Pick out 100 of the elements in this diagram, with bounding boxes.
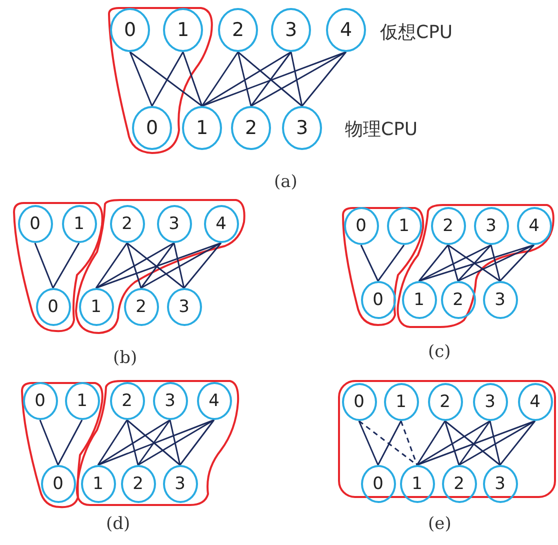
connector-line — [96, 242, 174, 289]
cpu-circle: 4 — [518, 383, 552, 421]
connector-line — [418, 244, 534, 282]
connector-line — [489, 420, 501, 466]
cpu-circle: 2 — [110, 205, 144, 243]
connector-line — [173, 242, 185, 288]
connector-line — [126, 419, 180, 466]
connector-line — [129, 52, 153, 106]
connector-line — [57, 420, 83, 466]
cpu-circle: 2 — [124, 288, 158, 326]
connector-line — [418, 244, 449, 282]
connector-line — [250, 51, 346, 107]
connector-line — [250, 52, 292, 106]
connector-line — [416, 420, 536, 466]
connector-line — [444, 420, 460, 466]
cpu-circle: 4 — [204, 205, 238, 243]
cpu-circle: 0 — [22, 382, 58, 420]
connector-line — [130, 51, 202, 107]
connector-line — [98, 419, 214, 466]
cpu-circle: 0 — [342, 383, 376, 421]
row-label: 物理CPU — [345, 118, 418, 141]
cpu-circle: 1 — [64, 382, 100, 420]
panel-caption: (d) — [106, 514, 130, 534]
connector-line — [138, 419, 214, 466]
cpu-circle: 0 — [344, 207, 378, 245]
connector-line — [301, 52, 347, 106]
cpu-circle: 2 — [430, 207, 466, 245]
cpu-circle: 3 — [156, 205, 192, 243]
cpu-circle: 4 — [196, 382, 232, 420]
panel-caption: (b) — [113, 348, 138, 368]
connector-line — [140, 242, 175, 288]
connector-line — [97, 420, 128, 466]
connector-line — [238, 51, 302, 107]
connector-line — [202, 51, 346, 107]
cpu-circle: 3 — [482, 465, 518, 503]
panel-caption: (a) — [274, 172, 298, 192]
connector-line — [95, 242, 128, 288]
connector-line — [444, 420, 500, 466]
cpu-circle: 1 — [163, 8, 203, 52]
connector-line — [151, 52, 184, 106]
cpu-circle: 1 — [400, 465, 434, 503]
connector-line — [96, 242, 222, 289]
connector-line — [140, 242, 222, 289]
connector-line — [499, 244, 535, 282]
cpu-circle: 0 — [18, 205, 52, 243]
cpu-circle: 3 — [474, 207, 508, 245]
panel-caption: (e) — [428, 514, 452, 534]
connector-line — [201, 52, 239, 106]
connector-line — [458, 420, 491, 466]
cpu-circle: 0 — [40, 465, 76, 503]
cpu-circle: 1 — [384, 383, 418, 421]
connector-line — [183, 242, 222, 288]
cpu-circle: 3 — [166, 288, 202, 326]
cpu-circle: 0 — [360, 465, 396, 503]
cpu-circle: 0 — [36, 288, 70, 326]
cpu-circle: 1 — [78, 288, 114, 326]
connector-line — [98, 419, 170, 466]
connector-line — [182, 52, 203, 106]
cpu-circle: 2 — [218, 8, 258, 52]
connector-line — [360, 244, 379, 282]
connector-line — [458, 244, 534, 282]
connector-line — [447, 244, 459, 282]
cpu-circle: 1 — [80, 465, 116, 503]
cpu-circle: 3 — [482, 281, 518, 319]
connector-line — [448, 244, 500, 282]
cpu-circle: 2 — [440, 281, 476, 319]
cpu-circle: 1 — [62, 205, 96, 243]
cpu-circle: 4 — [326, 8, 366, 52]
cpu-circle: 2 — [442, 465, 476, 503]
connector-line — [52, 242, 80, 288]
connector-line — [377, 420, 402, 466]
cpu-circle: 2 — [428, 383, 462, 421]
connector-line — [39, 420, 59, 466]
cpu-circle: 0 — [110, 8, 150, 52]
connector-line — [290, 52, 303, 106]
cpu-circle: 3 — [271, 8, 311, 52]
cpu-circle: 1 — [182, 106, 222, 150]
connector-line — [400, 420, 418, 466]
connector-line — [490, 244, 501, 282]
connector-line — [126, 420, 139, 466]
connector-line — [126, 242, 184, 289]
connector-line — [169, 420, 181, 466]
connector-line — [126, 242, 142, 288]
connector-line — [358, 420, 379, 466]
connector-line — [458, 420, 536, 466]
cpu-circle: 3 — [282, 106, 322, 150]
connector-line — [34, 242, 54, 288]
cpu-circle: 2 — [110, 382, 144, 420]
cpu-circle: 3 — [152, 382, 188, 420]
connector-line — [237, 52, 252, 106]
row-label: 仮想CPU — [380, 21, 453, 44]
connector-line — [416, 420, 490, 466]
connector-line — [137, 420, 171, 466]
panel-caption: (c) — [428, 342, 451, 362]
cpu-circle: 2 — [120, 465, 156, 503]
cpu-circle: 3 — [472, 383, 508, 421]
cpu-circle: 3 — [162, 465, 198, 503]
connector-line — [416, 420, 446, 466]
connector-line — [457, 244, 492, 282]
connector-line — [499, 420, 536, 466]
